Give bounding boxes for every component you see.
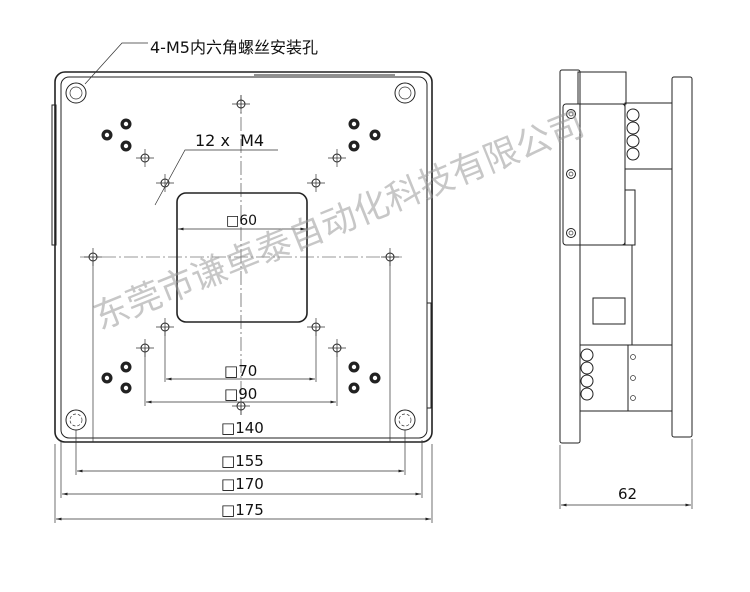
insert-hole <box>101 129 113 141</box>
m4-hole <box>232 95 250 113</box>
insert-hole <box>348 382 360 394</box>
dim-170: □170 <box>221 475 264 493</box>
side-port <box>580 361 594 375</box>
side-port <box>580 348 594 362</box>
insert-hole <box>348 140 360 152</box>
insert-hole <box>120 361 132 373</box>
dim-155: □155 <box>221 452 264 470</box>
insert-hole <box>120 140 132 152</box>
side-rail-left <box>51 104 57 246</box>
m4-hole <box>328 149 346 167</box>
insert-hole <box>348 361 360 373</box>
front-view: □60 □70 □90 □140 □155 □170 □175 4-M5内六角螺… <box>51 38 433 523</box>
side-port <box>626 147 640 161</box>
side-port <box>626 121 640 135</box>
thread-note: 12 x M4 <box>195 131 264 150</box>
m4-hole <box>136 149 154 167</box>
dim-140: □140 <box>221 419 264 437</box>
side-port <box>626 108 640 122</box>
m4-hole <box>307 174 325 192</box>
plate-inner-outline <box>60 76 428 439</box>
dim-90: □90 <box>224 385 257 403</box>
dim-175: □175 <box>221 501 264 519</box>
plate-outline <box>54 71 433 443</box>
dim-62: 62 <box>618 485 637 503</box>
side-rail-right <box>426 302 432 409</box>
motor-block-lower <box>579 344 673 412</box>
insert-hole <box>369 129 381 141</box>
m4-hole <box>156 174 174 192</box>
mount-hole-note: 4-M5内六角螺丝安装孔 <box>150 38 318 57</box>
side-top-plate <box>671 76 693 438</box>
insert-hole <box>120 118 132 130</box>
side-pin-hole <box>630 395 636 401</box>
dim-60: □60 <box>226 213 257 229</box>
side-port <box>626 134 640 148</box>
threaded-inserts <box>101 118 381 394</box>
watermark: 东莞市谦卓泰自动化科技有限公司 <box>88 105 590 339</box>
insert-hole <box>348 118 360 130</box>
m4-hole <box>84 248 102 266</box>
insert-hole <box>101 372 113 384</box>
side-port <box>580 387 594 401</box>
side-screw <box>566 109 576 119</box>
insert-hole <box>120 382 132 394</box>
m4-hole <box>381 248 399 266</box>
side-port <box>580 374 594 388</box>
side-pin-hole <box>630 354 636 360</box>
side-pin-hole <box>630 375 636 381</box>
side-screw <box>566 169 576 179</box>
dim-70: □70 <box>224 362 257 380</box>
insert-hole <box>369 372 381 384</box>
side-screw <box>566 228 576 238</box>
center-window <box>176 192 308 323</box>
side-view: 62 <box>559 69 693 509</box>
